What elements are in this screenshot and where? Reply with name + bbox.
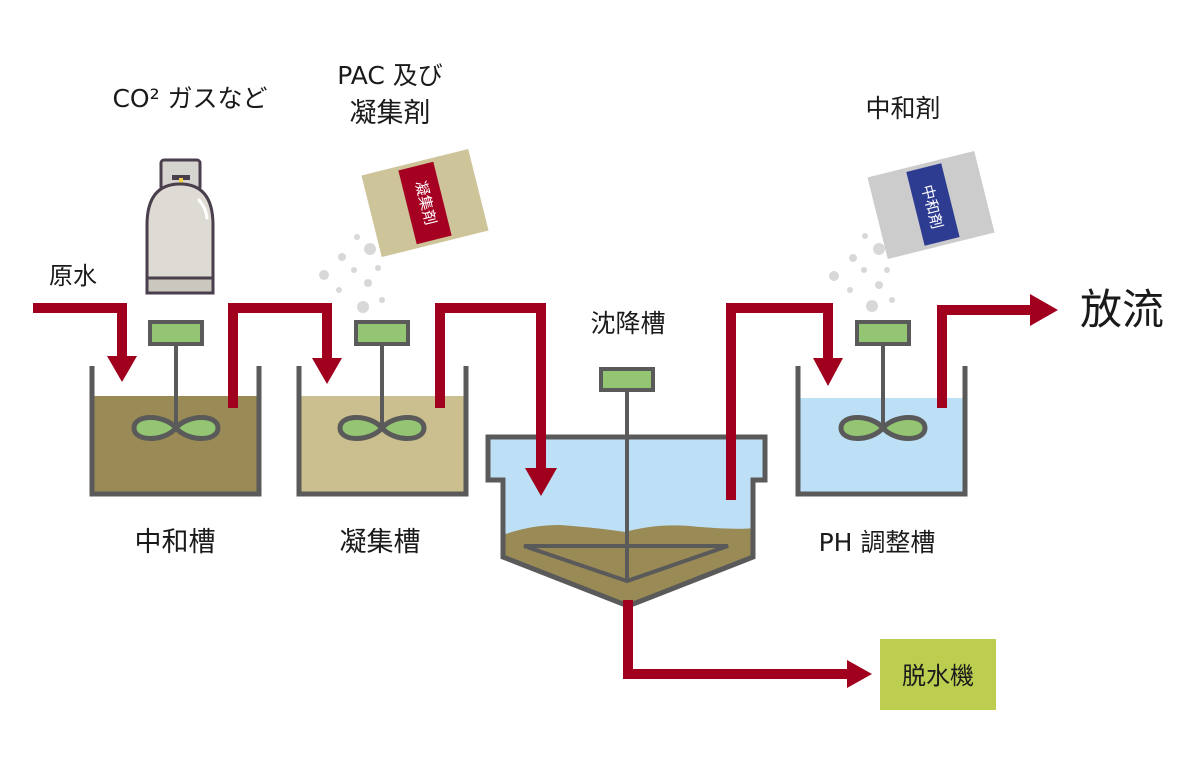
gas-cylinder-icon	[145, 158, 215, 295]
neutralizer-particles	[829, 233, 895, 312]
neutralizer-bag-icon: 中和剤	[867, 150, 995, 260]
arrow-down-icon	[312, 358, 342, 384]
scraper-icon	[523, 544, 729, 584]
neutralizer-label: 中和剤	[865, 94, 940, 123]
discharge-label: 放流	[1080, 285, 1164, 334]
pipe-tank2-to-settling	[435, 303, 546, 470]
mixer-motor-icon	[855, 320, 911, 346]
dehydrator-label: 脱水機	[902, 662, 974, 690]
mixer-motor-icon	[148, 320, 204, 346]
mixer-motor-icon	[354, 320, 410, 346]
discharge-pipe	[937, 305, 1030, 408]
raw-water-inflow-pipe	[33, 303, 127, 358]
neutralization-tank	[89, 320, 262, 497]
arrow-right-icon	[1030, 294, 1058, 326]
scraper-motor-icon	[599, 367, 655, 392]
arrow-right-icon	[847, 660, 872, 688]
ph-adjustment-tank-label: PH 調整槽	[819, 528, 936, 557]
neutralization-tank-label: 中和槽	[135, 527, 216, 558]
ph-adjustment-tank	[795, 320, 968, 497]
dehydrator-box: 脱水機	[880, 639, 996, 710]
coagulant-particles	[319, 234, 385, 313]
co2-gas-label: CO² ガスなど	[112, 84, 267, 113]
arrow-down-icon	[107, 356, 137, 382]
settling-tank	[485, 367, 768, 609]
settling-tank-label: 沈降槽	[590, 309, 665, 338]
raw-water-label: 原水	[49, 262, 97, 290]
pac-label-line2: 凝集剤	[350, 98, 431, 129]
coagulant-bag-icon: 凝集剤	[361, 148, 489, 258]
pipe-tank1-to-tank2	[228, 303, 332, 408]
pac-label-line1: PAC 及び	[337, 61, 443, 90]
pipe-settling-to-ph	[726, 303, 833, 500]
arrow-down-icon	[813, 358, 843, 386]
sludge-pipe	[623, 600, 850, 679]
coagulation-tank-label: 凝集槽	[340, 527, 421, 558]
coagulation-tank	[296, 320, 469, 497]
arrow-down-icon	[525, 468, 557, 496]
